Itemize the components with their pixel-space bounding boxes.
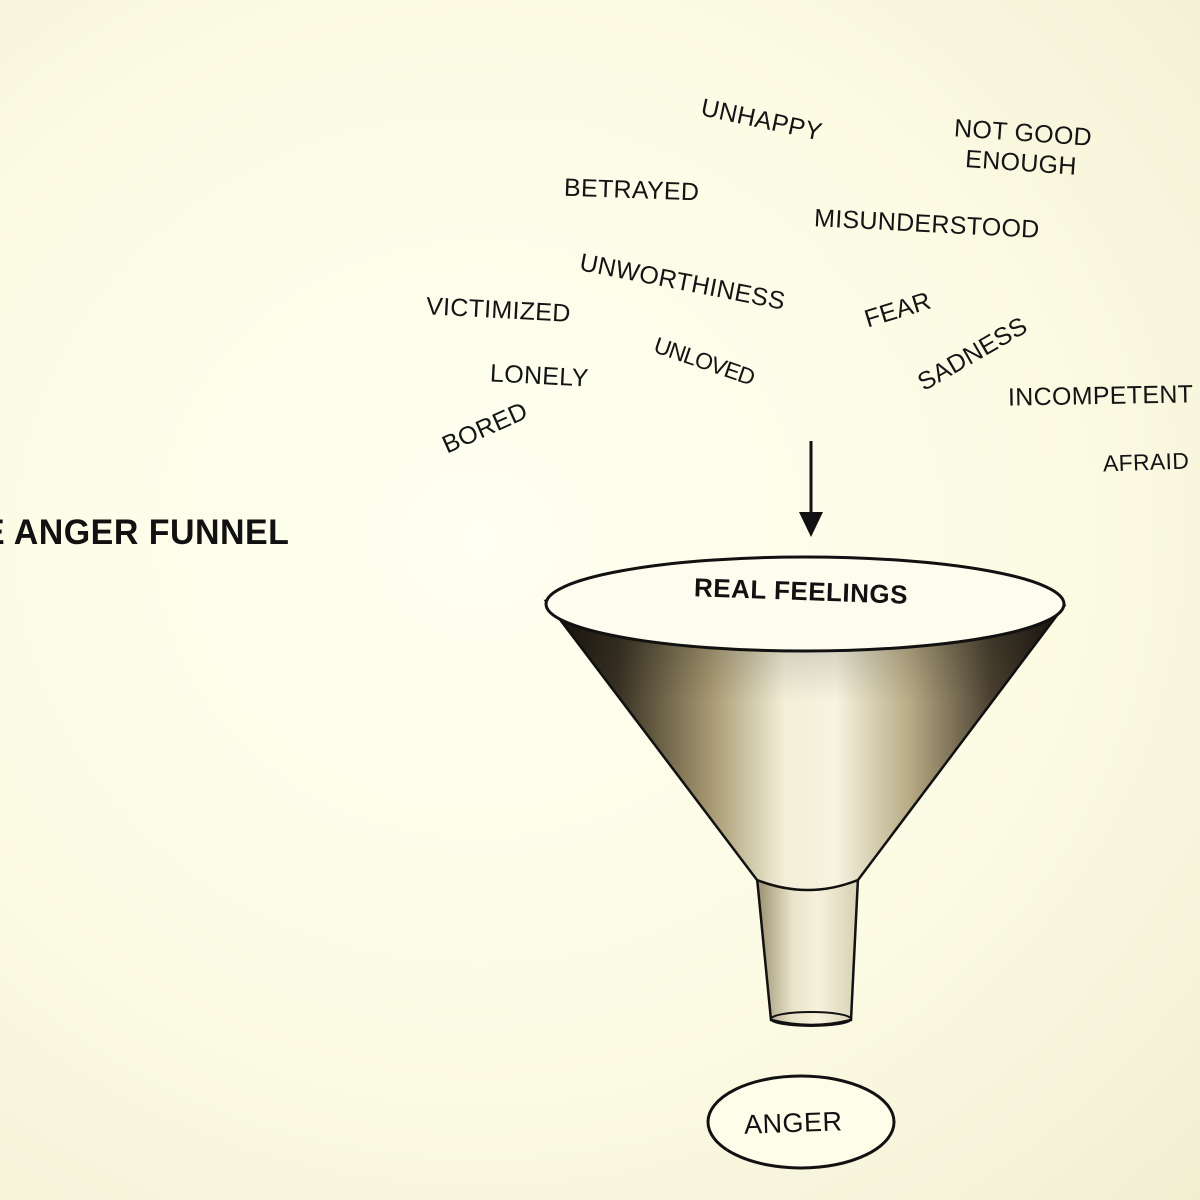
- anger-oval: [706, 1074, 896, 1170]
- feeling-word-not-good-enough: NOT GOOD ENOUGH: [953, 114, 1093, 181]
- feeling-word-incompetent: INCOMPETENT: [1007, 380, 1194, 412]
- funnel-opening: [544, 555, 1066, 653]
- figure-title: E ANGER FUNNEL: [0, 513, 290, 552]
- feeling-word-lonely: LONELY: [489, 359, 590, 393]
- feeling-word-afraid: AFRAID: [1102, 447, 1190, 477]
- down-arrow-icon: [799, 441, 823, 537]
- funnel-spout-bottom: [770, 1011, 852, 1027]
- anger-label: ANGER: [743, 1106, 844, 1140]
- feeling-word-betrayed: BETRAYED: [563, 173, 700, 207]
- funnel-spout: [755, 876, 860, 1027]
